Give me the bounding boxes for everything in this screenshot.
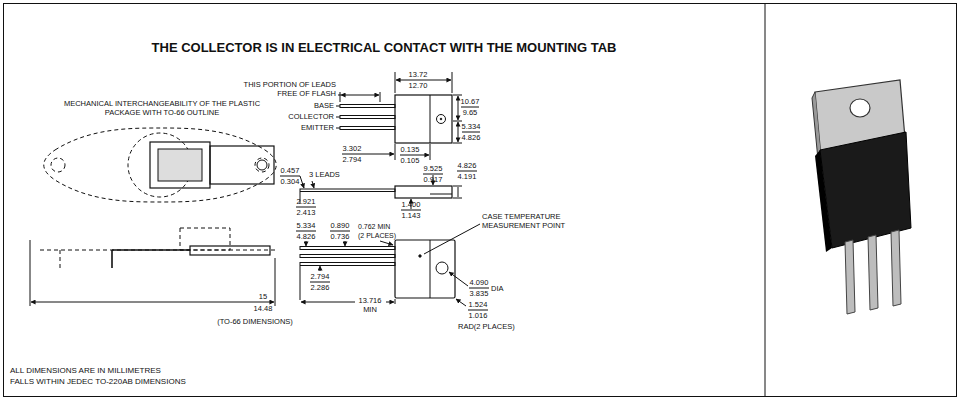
dimension-label: 5.334 [462,122,481,131]
dimension-label: 4.191 [458,172,477,181]
dimension-label: BASE [314,101,334,110]
dimension-label: 1.016 [469,311,488,320]
dimension-label: 2.286 [311,283,330,292]
dimension-label: (TO-66 DIMENSIONS) [217,317,293,326]
dimension-label: 13.716 MIN [355,296,385,314]
dimension-label: 4.090 [470,278,489,287]
dimension-label: FALLS WITHIN JEDEC TO-220AB DIMENSIONS [10,377,186,386]
dimension-label: 9.525 [424,164,443,173]
dimension-label: 0.105 [401,156,420,165]
heading: THE COLLECTOR IS IN ELECTRICAL CONTACT W… [152,40,617,55]
dimension-label: 0.917 [424,175,443,184]
package-photo [812,80,911,314]
dimension-label: 4.826 [458,161,477,170]
dimension-label: 4.826 [462,133,481,142]
dimension-label: DIA [491,284,504,293]
dimension-label: 10.67 [461,97,480,106]
dimension-label: EMITTER [301,123,334,132]
dimension-label: RAD(2 PLACES) [458,322,515,331]
dimension-label: 0.135 [401,145,420,154]
dimension-label: 0.890 [331,221,350,230]
dimension-label: 14.48 [254,304,273,313]
dimension-label: 2.413 [297,208,316,217]
dimension-label: 1.143 [402,211,421,220]
dimension-label: 4.826 [297,232,316,241]
dimension-label: 15 [259,292,267,301]
dimension-label: 2.921 [297,197,316,206]
dimension-label: 2.794 [311,272,330,281]
dimension-label: 0.762 MIN (2 PLACES) [358,222,398,240]
dimension-label: COLLECTOR [288,112,334,121]
dimension-label: 3 LEADS [309,170,340,179]
dimension-label: THIS PORTION OF LEADS FREE OF FLASH [240,80,336,98]
dimension-label: 5.334 [297,221,316,230]
dimension-label: 12.70 [409,81,428,90]
dimension-label: 0.304 [281,177,300,186]
dimension-label: 1.524 [469,300,488,309]
dimension-label: CASE TEMPERATURE MEASUREMENT POINT [482,212,570,230]
dimension-label: 1.400 [402,200,421,209]
dimension-label: 13.72 [409,70,428,79]
dimension-label: 9.65 [463,108,478,117]
dimension-label: 2.794 [343,155,362,164]
dimension-label: 0.457 [281,166,300,175]
dimension-label: ALL DIMENSIONS ARE IN MILLIMETRES [10,366,161,375]
dimension-label: 3.302 [343,144,362,153]
dimension-label: MECHANICAL INTERCHANGEABILITY OF THE PLA… [51,99,273,117]
dimension-label: 0.736 [331,232,350,241]
dimension-label: 3.835 [470,289,489,298]
